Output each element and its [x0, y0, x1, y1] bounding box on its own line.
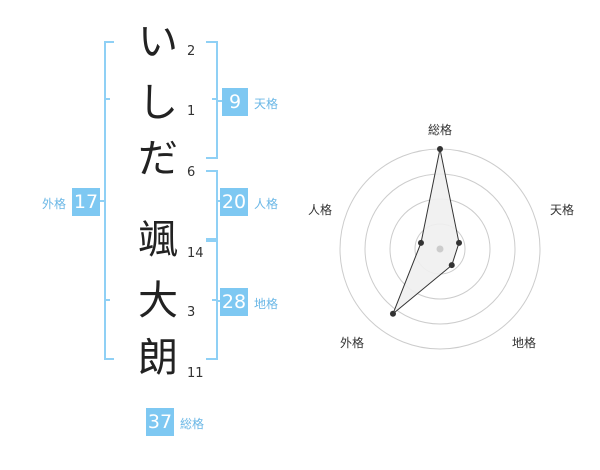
name-char-3: だ [138, 136, 178, 182]
radar-point-2 [456, 239, 463, 246]
connector-line [216, 100, 222, 102]
name-char-5: 大 [138, 278, 178, 324]
radar-axis-label-chikaku: 地格 [512, 336, 537, 350]
chikaku-value: 28 [220, 288, 248, 316]
stroke-count-4: 14 [187, 246, 204, 261]
radar-series-polygon [392, 148, 460, 315]
radar-point-3 [448, 262, 455, 269]
radar-point-5 [417, 239, 424, 246]
radar-chart [339, 146, 541, 350]
jinkaku-label: 人格 [254, 197, 279, 211]
tenkaku-value: 9 [222, 88, 248, 116]
radar-point-4 [389, 310, 396, 317]
name-char-1: い [138, 19, 178, 65]
stroke-count-3: 6 [187, 165, 196, 180]
radar-axis-label-jinkaku: 人格 [308, 203, 333, 217]
name-char-2: し [138, 80, 178, 126]
soukaku-value: 37 [146, 408, 174, 436]
stroke-count-6: 11 [187, 366, 204, 381]
bracket-tick [104, 98, 110, 100]
soukaku-label: 総格 [180, 417, 205, 431]
connector-line [216, 300, 222, 302]
bracket-tick [212, 299, 218, 301]
radar-axis-label-gaikaku: 外格 [340, 336, 365, 350]
jinkaku-bracket [206, 170, 218, 240]
bracket-tick [104, 299, 110, 301]
name-char-4: 颯 [138, 217, 178, 263]
gaikaku-bracket [104, 41, 114, 360]
stroke-count-2: 1 [187, 104, 196, 119]
radar-axis-label-tenkaku: 天格 [550, 203, 575, 217]
radar-axis-label-soukaku: 総格 [428, 123, 453, 137]
gaikaku-label: 外格 [42, 197, 67, 211]
jinkaku-value: 20 [220, 188, 248, 216]
connector-line [216, 200, 222, 202]
radar-center-dot [436, 245, 444, 253]
gaikaku-value: 17 [72, 188, 100, 216]
chikaku-label: 地格 [254, 297, 279, 311]
tenkaku-label: 天格 [254, 97, 279, 111]
name-char-6: 朗 [138, 335, 178, 381]
bracket-tick [212, 98, 218, 100]
connector-line [98, 200, 104, 202]
radar-point-1 [437, 146, 443, 152]
stroke-count-5: 3 [187, 305, 196, 320]
stroke-count-1: 2 [187, 44, 196, 59]
